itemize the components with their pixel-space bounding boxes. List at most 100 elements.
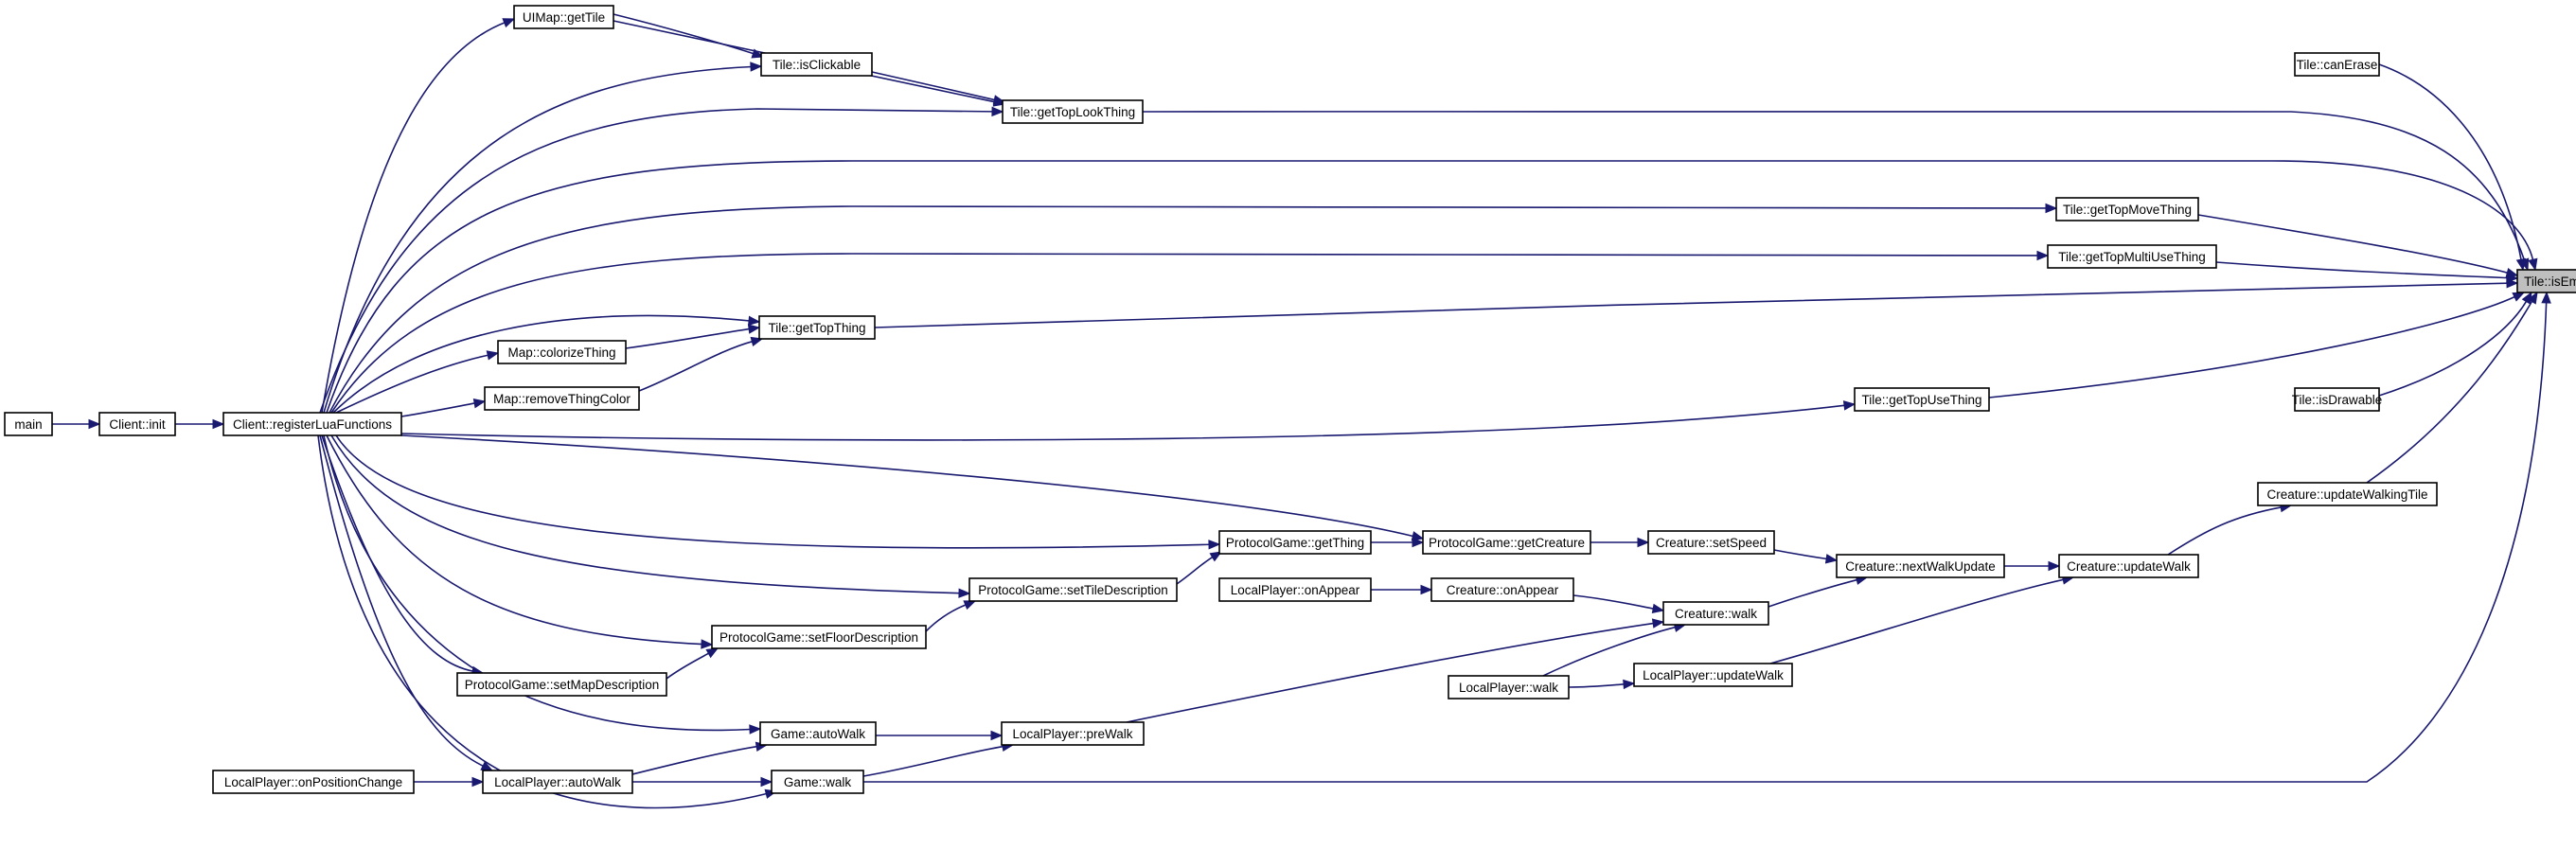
node-box (760, 52, 873, 77)
node-box (497, 340, 627, 364)
node-label: Creature::walk (1675, 607, 1757, 621)
node-lp-walk[interactable]: LocalPlayer::walk (1448, 675, 1570, 699)
node-box (513, 5, 614, 29)
node-game-walk[interactable]: Game::walk (771, 770, 864, 794)
node-pg-get-creature[interactable]: ProtocolGame::getCreature (1422, 530, 1591, 555)
arrowhead (1651, 603, 1665, 614)
node-lp-auto-walk[interactable]: LocalPlayer::autoWalk (482, 770, 633, 794)
node-label: Creature::updateWalkingTile (2266, 487, 2427, 502)
node-get-top-move-thing[interactable]: Tile::getTopMoveThing (2055, 197, 2199, 221)
node-box (2257, 482, 2438, 506)
node-can-erase[interactable]: Tile::canErase (2294, 52, 2380, 77)
node-label: Creature::setSpeed (1656, 536, 1767, 550)
nodes-layer: Tile::isEmpty Tile::canEraseTile::isDrawa… (4, 5, 2576, 794)
node-label: Tile::isClickable (773, 58, 861, 72)
node-box (2047, 244, 2217, 269)
node-get-top-thing[interactable]: Tile::getTopThing (758, 315, 876, 340)
edge-line (2215, 261, 2509, 279)
arrowhead (990, 730, 1004, 741)
node-is-drawable[interactable]: Tile::isDrawable (2292, 387, 2383, 412)
arrowhead (750, 62, 763, 72)
node-creature-update-walking-tile[interactable]: Creature::updateWalkingTile (2257, 482, 2438, 506)
node-pg-set-map-desc[interactable]: ProtocolGame::setMapDescription (456, 672, 667, 697)
edge-pg-set-floor-desc-to-pg-set-tile-desc (925, 600, 977, 632)
node-box (98, 412, 176, 436)
edge-lp-walk-to-lp-update-walk (1568, 679, 1636, 690)
node-client-register[interactable]: Client::registerLuaFunctions (222, 412, 402, 436)
edge-line (335, 354, 489, 414)
node-get-top-multi-use-thing[interactable]: Tile::getTopMultiUseThing (2047, 244, 2217, 269)
edge-game-auto-walk-to-lp-pre-walk (876, 730, 1004, 741)
edge-line (317, 434, 768, 809)
edge-game-walk-to-lp-pre-walk (862, 741, 1015, 777)
edge-client-register-to-map-colorize-thing (335, 350, 500, 414)
node-label: Creature::onAppear (1447, 583, 1559, 597)
edge-creature-on-appear-to-creature-walk (1572, 594, 1665, 614)
node-box (1836, 554, 2005, 578)
node-is-empty[interactable]: Tile::isEmpty (2516, 269, 2576, 293)
arrowhead (502, 18, 516, 28)
edge-lp-pre-walk-to-creature-walk (1126, 618, 1665, 723)
node-label: Tile::getTopUseThing (1861, 393, 1981, 407)
edge-line (332, 314, 751, 414)
node-label: Tile::getTopThing (768, 321, 865, 335)
node-map-colorize-thing[interactable]: Map::colorizeThing (497, 340, 627, 364)
edge-lp-auto-walk-to-game-auto-walk (624, 741, 769, 777)
node-box (1218, 577, 1372, 602)
node-lp-on-appear[interactable]: LocalPlayer::onAppear (1218, 577, 1372, 602)
node-label: Tile::getTopLookThing (1010, 105, 1135, 119)
arrowhead (958, 588, 971, 598)
edge-map-remove-thing-color-to-get-top-thing (638, 336, 764, 392)
node-label: Tile::isDrawable (2292, 393, 2383, 407)
arrowhead (486, 350, 500, 361)
edge-can-erase-to-is-empty (2378, 63, 2527, 272)
node-lp-on-position-change[interactable]: LocalPlayer::onPositionChange (212, 770, 415, 794)
node-main[interactable]: main (4, 412, 53, 436)
edge-line (2378, 300, 2528, 397)
node-is-clickable[interactable]: Tile::isClickable (760, 52, 873, 77)
node-label: LocalPlayer::autoWalk (494, 775, 621, 789)
edges-layer (52, 13, 2551, 809)
node-creature-set-speed[interactable]: Creature::setSpeed (1647, 530, 1775, 555)
edge-client-register-to-get-top-look-thing (319, 106, 1004, 414)
arrowhead (705, 647, 720, 659)
edge-line (330, 434, 961, 594)
node-creature-walk[interactable]: Creature::walk (1662, 601, 1769, 626)
edge-lp-on-position-change-to-lp-auto-walk (413, 776, 485, 788)
node-label: Client::registerLuaFunctions (233, 417, 392, 432)
node-box (484, 386, 640, 411)
edge-client-register-to-get-top-use-thing (400, 400, 1856, 441)
arrowhead (1208, 540, 1221, 550)
node-lp-pre-walk[interactable]: LocalPlayer::preWalk (1001, 721, 1145, 746)
node-game-auto-walk[interactable]: Game::autoWalk (759, 721, 877, 746)
arrowhead (1623, 679, 1636, 690)
node-map-remove-thing-color[interactable]: Map::removeThingColor (484, 386, 640, 411)
arrowhead (2519, 257, 2530, 272)
node-label: Creature::updateWalk (2067, 559, 2191, 574)
arrowhead (2506, 277, 2519, 289)
edge-get-top-move-thing-to-is-empty (2197, 214, 2519, 278)
node-pg-get-thing[interactable]: ProtocolGame::getThing (1218, 530, 1372, 555)
node-client-init[interactable]: Client::init (98, 412, 176, 436)
node-creature-on-appear[interactable]: Creature::onAppear (1430, 577, 1574, 602)
edge-get-top-thing-to-is-empty (874, 277, 2519, 328)
edge-line (1768, 578, 1858, 608)
node-get-top-use-thing[interactable]: Tile::getTopUseThing (1854, 387, 1990, 412)
node-label: LocalPlayer::preWalk (1012, 727, 1132, 741)
edge-get-top-multi-use-thing-to-is-empty (2215, 261, 2519, 283)
node-creature-next-walk-update[interactable]: Creature::nextWalkUpdate (1836, 554, 2005, 578)
node-box (1448, 675, 1570, 699)
node-pg-set-floor-desc[interactable]: ProtocolGame::setFloorDescription (711, 625, 927, 649)
edge-line (321, 434, 474, 672)
node-pg-set-tile-desc[interactable]: ProtocolGame::setTileDescription (968, 577, 1178, 602)
arrowhead (1842, 400, 1856, 411)
arrowhead (749, 724, 762, 735)
node-uimap-get-tile[interactable]: UIMap::getTile (513, 5, 614, 29)
edge-line (1988, 295, 2516, 398)
node-label: ProtocolGame::getThing (1226, 536, 1364, 550)
node-lp-update-walk[interactable]: LocalPlayer::updateWalk (1633, 663, 1793, 687)
arrowhead (701, 639, 714, 649)
node-get-top-look-thing[interactable]: Tile::getTopLookThing (1002, 99, 1144, 124)
node-creature-update-walk[interactable]: Creature::updateWalk (2058, 554, 2199, 578)
